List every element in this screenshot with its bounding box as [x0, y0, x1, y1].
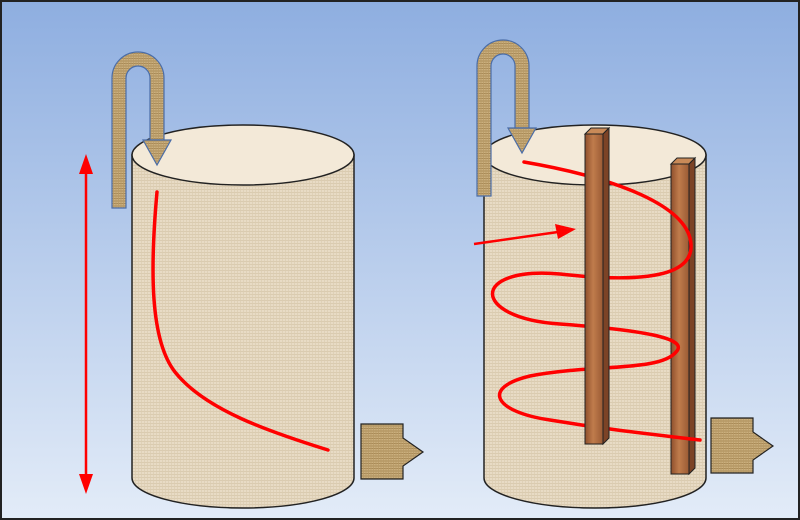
- baffle-center-icon: [583, 126, 611, 446]
- flow-entry-arrow-icon: [473, 224, 576, 246]
- left-outlet-arrow-icon: [360, 423, 425, 480]
- left-flow-path: [151, 190, 330, 452]
- right-outlet-arrow-icon: [710, 417, 775, 474]
- left-inlet-arrowhead-icon: [141, 139, 173, 167]
- left-tank-top: [131, 124, 355, 186]
- left-tank-body: [131, 154, 355, 509]
- right-panel: [473, 39, 775, 509]
- right-inlet-u-tube-icon: [476, 39, 530, 197]
- height-double-arrow-icon: [79, 154, 93, 494]
- left-panel: [79, 51, 425, 509]
- right-inlet-arrowhead-icon: [506, 127, 538, 155]
- right-flow-path: [490, 160, 702, 442]
- left-inlet-u-tube-icon: [111, 51, 165, 209]
- baffle-right-icon: [669, 156, 697, 476]
